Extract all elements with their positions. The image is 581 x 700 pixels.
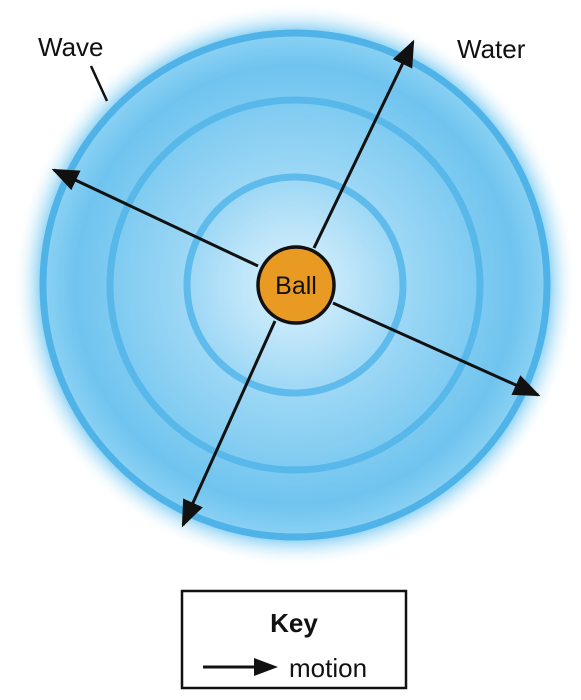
motion-arrow-down-left	[181, 320, 277, 528]
motion-arrow-up-right	[312, 39, 415, 249]
ball-label: Ball	[275, 272, 317, 300]
key-title: Key	[270, 608, 318, 638]
water-label: Water	[457, 34, 526, 64]
key-motion-label: motion	[289, 653, 367, 683]
motion-arrow-up-left	[51, 168, 259, 268]
right-arrow-icon	[203, 658, 278, 676]
wave-ring-outer	[39, 29, 551, 541]
wave-ring-middle	[106, 96, 484, 474]
wave-label-leader	[89, 65, 109, 102]
motion-arrow-down-right	[332, 301, 541, 397]
ball	[256, 245, 336, 325]
key-box	[180, 589, 408, 690]
wave-ring-inner	[183, 173, 407, 397]
wave-label: Wave	[38, 32, 104, 62]
key-legend: Key motion	[180, 589, 408, 690]
